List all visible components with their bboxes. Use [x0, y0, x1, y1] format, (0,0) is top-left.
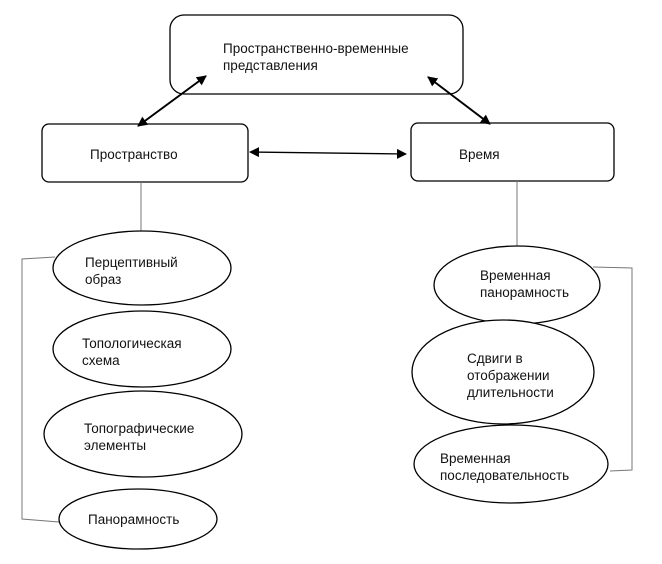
- space-item-topological-scheme-ellipse: [52, 310, 232, 388]
- time-item-label-3: Временная последовательность: [440, 451, 570, 483]
- space-item-label-3: Топографические элементы: [84, 421, 195, 453]
- time-item-label-2: Сдвиги в отображении длительности: [467, 351, 554, 400]
- arrow-root-space: [137, 75, 207, 127]
- space-item-perceptive-image-ellipse: [52, 230, 232, 306]
- time-item-duration-shifts-ellipse: [411, 319, 595, 425]
- time-item-label-1: Временная панорамность: [480, 268, 570, 300]
- space-item-panoramic-ellipse: [58, 488, 218, 550]
- space-item-label-2: Топологическая схема: [82, 336, 182, 368]
- arrow-root-time: [427, 76, 491, 125]
- space-item-label-4: Панорамность: [88, 512, 180, 527]
- root-label: Пространственно-временные представления: [223, 41, 409, 73]
- time-box: [410, 122, 615, 182]
- space-label: Пространство: [90, 147, 178, 162]
- space-item-topographic-elements-ellipse: [43, 390, 243, 478]
- space-item-label-1: Перцептивный образ: [85, 255, 178, 287]
- root-box: [169, 14, 464, 95]
- time-item-temporal-sequence-ellipse: [413, 424, 609, 504]
- time-bracket: [592, 266, 633, 472]
- space-bracket: [21, 256, 60, 523]
- arrow-space-time: [249, 147, 407, 159]
- time-label: Время: [459, 147, 500, 162]
